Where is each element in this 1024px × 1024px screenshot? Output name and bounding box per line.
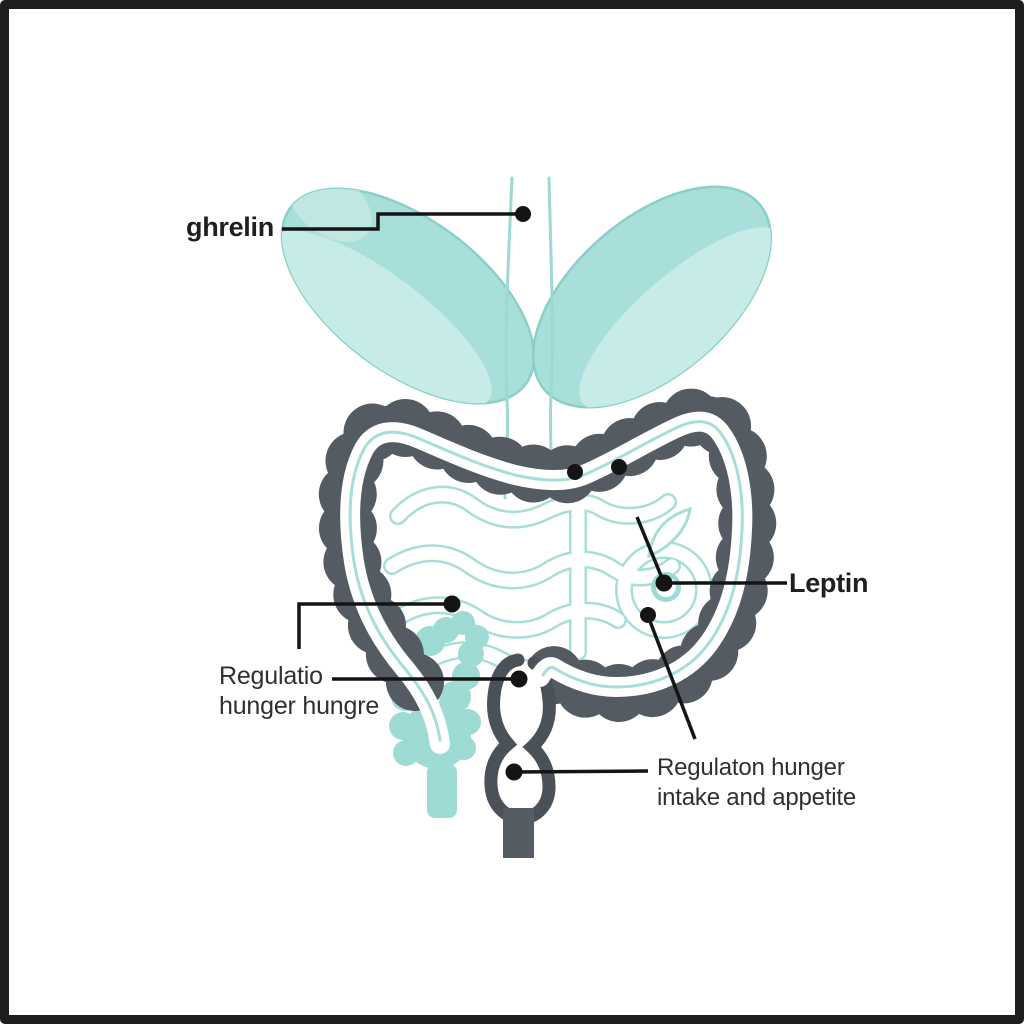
ileum-leaf-loop	[647, 506, 692, 559]
dot-transverse-right	[611, 459, 627, 475]
label-regulation-intake: Regulaton hunger intake and appetite	[657, 753, 856, 813]
label-regulation-hunger: Regulatio hunger hungre	[219, 661, 379, 721]
leader-line-leptin-diagonal	[635, 516, 666, 584]
label-regulation-intake-line2: intake and appetite	[657, 784, 857, 811]
stomach-pouch-shape	[484, 653, 556, 858]
dot-leptin	[655, 574, 673, 592]
label-regulation-hunger-line1: Regulatio	[219, 662, 323, 690]
label-regulation-hunger-line2: hunger hungre	[219, 692, 380, 720]
label-leptin: Leptin	[789, 568, 869, 598]
rectum-stem	[503, 808, 534, 858]
label-ghrelin: ghrelin	[186, 212, 274, 242]
leader-line-ghrelin	[282, 212, 522, 231]
dot-jejunum	[443, 595, 461, 613]
label-regulation-intake-line1: Regulaton hunger	[657, 754, 845, 781]
dot-stomach-body	[505, 763, 523, 781]
dot-ileum	[640, 607, 656, 623]
leader-line-regulation-corner	[297, 602, 451, 649]
right-lung-shape	[531, 185, 784, 411]
leader-lines	[282, 212, 787, 774]
dot-stomach-rim	[510, 670, 528, 688]
intestine-lumen-channel	[340, 411, 753, 754]
dot-transverse-left	[567, 464, 583, 480]
annotation-dots	[443, 206, 673, 781]
dot-esophagus	[515, 206, 531, 222]
anatomy-illustration	[269, 166, 787, 858]
leader-line-intake	[513, 769, 649, 774]
leader-line-intake-diagonal	[646, 615, 697, 740]
